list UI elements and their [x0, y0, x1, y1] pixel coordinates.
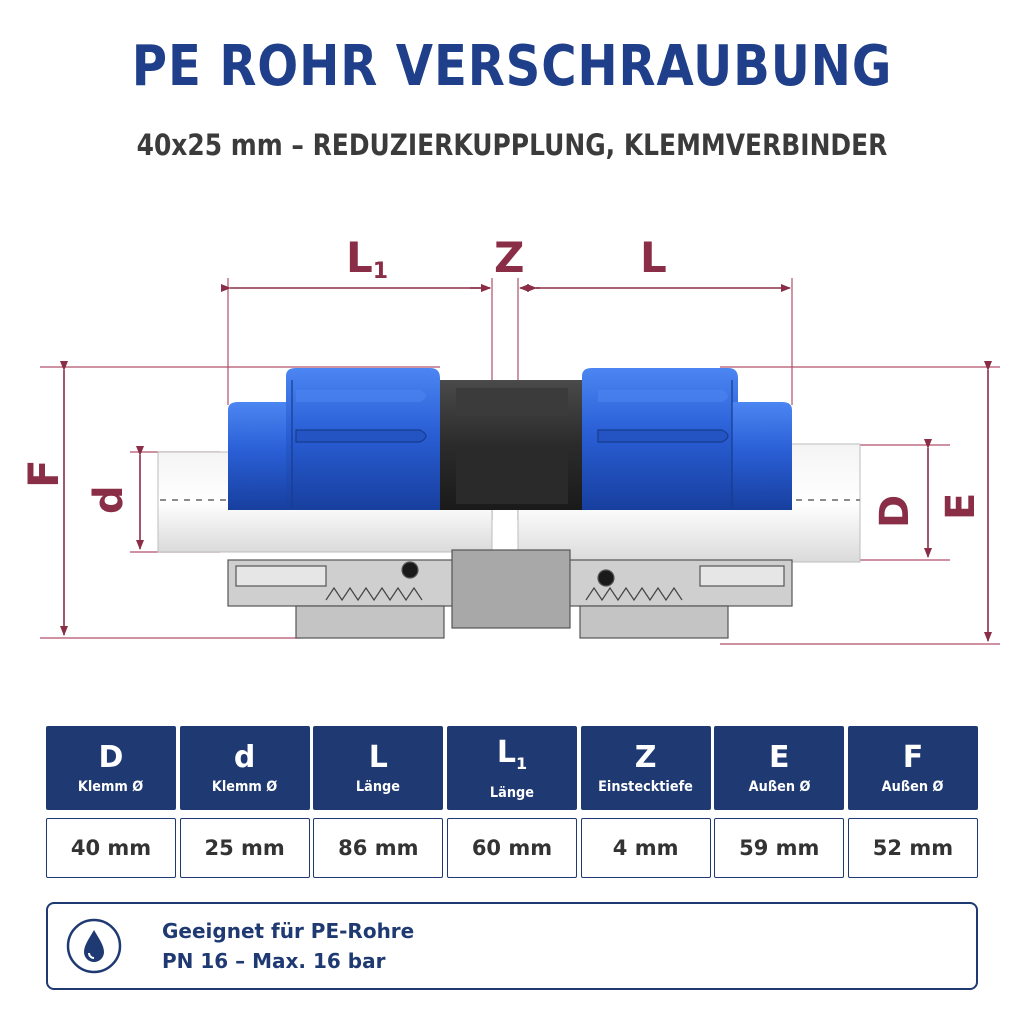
cross-section [227, 549, 793, 639]
dim-label-e: E [938, 493, 984, 520]
info-line-suitability: Geeignet für PE-Rohre [162, 919, 415, 943]
left-nut [228, 368, 440, 510]
center-body [440, 380, 582, 510]
dim-label-f: F [19, 459, 68, 488]
page-title: PE ROHR VERSCHRAUBUNG [131, 34, 893, 99]
table-value-cell: 86 mm [313, 818, 444, 878]
table-value-cell: 25 mm [179, 818, 310, 878]
dim-label-d-large: D [872, 495, 918, 528]
dim-label-l: L [640, 233, 667, 282]
table-value-cell: 59 mm [714, 818, 845, 878]
table-value-cell: 52 mm [847, 818, 978, 878]
right-nut [582, 368, 792, 510]
info-line-pressure: PN 16 – Max. 16 bar [162, 949, 386, 973]
dim-label-z: Z [494, 233, 524, 282]
water-drop-icon [66, 918, 122, 974]
dim-label-l1: L1 [346, 233, 388, 284]
dimension-arrows [60, 284, 992, 642]
table-value-row: 40 mm 25 mm 86 mm 60 mm 4 mm 59 mm 52 mm [46, 818, 978, 878]
table-value-cell: 4 mm [580, 818, 711, 878]
dim-label-d-small: d [86, 485, 132, 514]
page-subtitle: 40x25 mm – REDUZIERKUPPLUNG, KLEMMVERBIN… [136, 128, 888, 162]
info-text: Geeignet für PE-Rohre PN 16 – Max. 16 ba… [162, 916, 414, 976]
table-value-cell: 60 mm [446, 818, 577, 878]
table-value-cell: 40 mm [46, 818, 176, 878]
fitting-diagram: L1 Z L F d D E [19, 233, 1000, 645]
info-box: Geeignet für PE-Rohre PN 16 – Max. 16 ba… [46, 902, 978, 990]
